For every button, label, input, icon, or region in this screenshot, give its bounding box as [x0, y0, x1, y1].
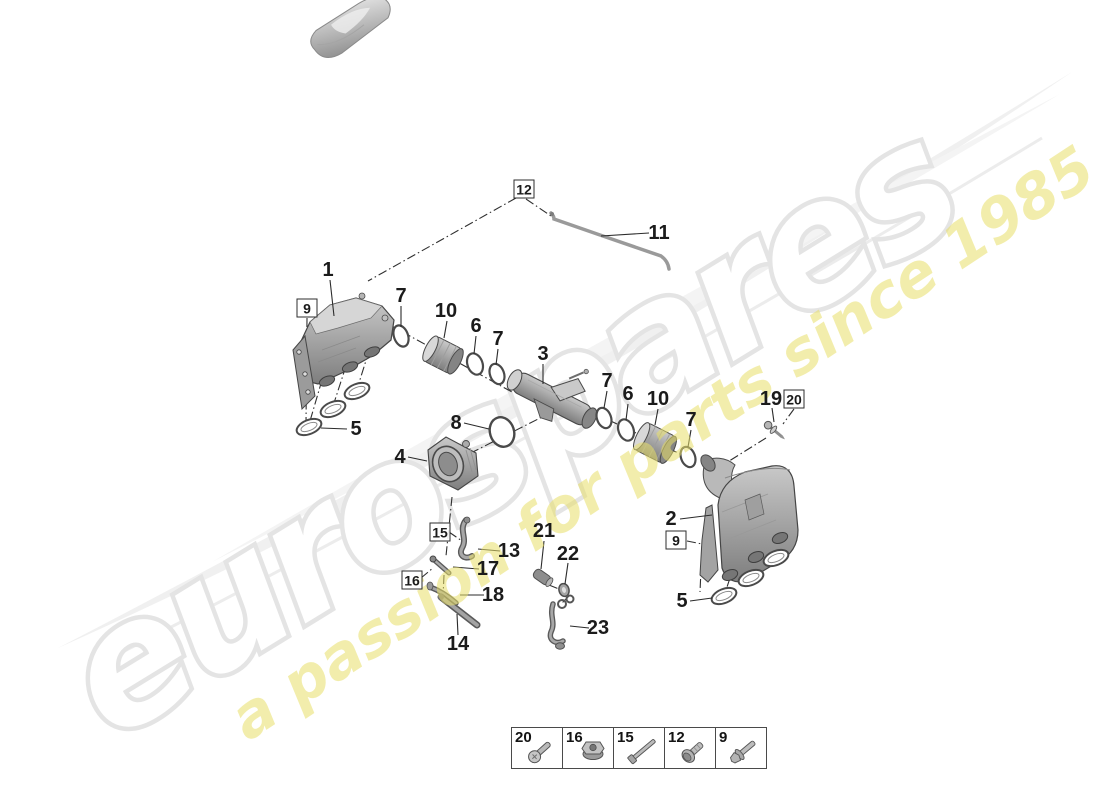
hex-flange-bolt-icon — [729, 740, 756, 764]
part-3-air-pipe — [506, 368, 598, 429]
flange-nut-icon — [581, 741, 605, 760]
callout-12-boxed: 12 — [513, 179, 535, 199]
part-11-rod — [549, 211, 671, 271]
callout-8: 8 — [450, 412, 462, 434]
legend-number: 16 — [566, 729, 583, 746]
legend-number: 12 — [668, 729, 685, 746]
callout-16-boxed: 16 — [401, 570, 423, 590]
callout-10: 10 — [646, 388, 670, 410]
car-icon — [310, 0, 391, 58]
callout-11: 11 — [648, 222, 670, 244]
pan-head-screw-icon — [528, 741, 551, 764]
leader-lines — [320, 232, 775, 636]
part-23-bracket — [547, 594, 575, 650]
part-7-o-ring — [488, 362, 506, 386]
part-13-bracket — [458, 516, 475, 561]
part-6-o-ring — [616, 418, 636, 442]
part-21-pin — [532, 568, 554, 587]
callout-7: 7 — [492, 328, 504, 350]
legend-cell-15: 15 — [613, 727, 665, 769]
legend-number: 15 — [617, 729, 634, 746]
callout-3: 3 — [537, 343, 549, 365]
callout-17: 17 — [476, 558, 500, 580]
legend-number: 9 — [719, 729, 728, 746]
callout-9-boxed: 9 — [665, 530, 687, 550]
callout-9-boxed: 9 — [296, 298, 318, 318]
part-18-connector — [426, 581, 459, 606]
part-14-tube — [437, 593, 481, 629]
callout-23: 23 — [586, 617, 610, 639]
part-4-throttle-housing — [427, 436, 479, 491]
part-17-stud — [429, 555, 452, 576]
callout-22: 22 — [556, 543, 580, 565]
callout-10: 10 — [434, 300, 458, 322]
part-5-gaskets-right — [710, 548, 790, 606]
part-5-gaskets-left — [295, 381, 371, 437]
callout-19: 19 — [759, 388, 783, 410]
callout-5: 5 — [676, 590, 688, 612]
callout-1: 1 — [322, 259, 334, 281]
legend-cell-9: 9 — [715, 727, 767, 769]
callout-21: 21 — [532, 520, 556, 542]
callout-4: 4 — [394, 446, 406, 468]
part-8-o-ring-large — [488, 416, 516, 448]
part-10-connector-right — [632, 422, 678, 464]
fastener-legend: 20 16 15 — [511, 727, 767, 769]
callout-15-boxed: 15 — [429, 522, 451, 542]
part-1-intake-manifold-left — [292, 292, 395, 411]
callout-7: 7 — [685, 409, 697, 431]
legend-cell-12: 12 — [664, 727, 716, 769]
callout-14: 14 — [446, 633, 470, 655]
callout-2: 2 — [665, 508, 677, 530]
callout-7: 7 — [395, 285, 407, 307]
flange-head-bolt-icon — [681, 742, 704, 763]
callout-5: 5 — [350, 418, 362, 440]
part-22-grommet — [558, 582, 570, 598]
callout-6: 6 — [622, 383, 634, 405]
callout-6: 6 — [470, 315, 482, 337]
callout-7: 7 — [601, 370, 613, 392]
legend-number: 20 — [515, 729, 532, 746]
callout-13: 13 — [497, 540, 521, 562]
callout-20-boxed: 20 — [783, 389, 805, 409]
callout-18: 18 — [481, 584, 505, 606]
part-7-o-ring — [595, 406, 613, 430]
legend-cell-20: 20 — [511, 727, 563, 769]
part-19-screw — [763, 420, 785, 440]
part-10-connector-left — [422, 335, 464, 375]
part-7-o-ring — [679, 445, 697, 469]
part-7-o-ring — [392, 324, 410, 348]
legend-cell-16: 16 — [562, 727, 614, 769]
long-bolt-icon — [627, 739, 656, 765]
part-6-o-ring — [465, 352, 485, 376]
